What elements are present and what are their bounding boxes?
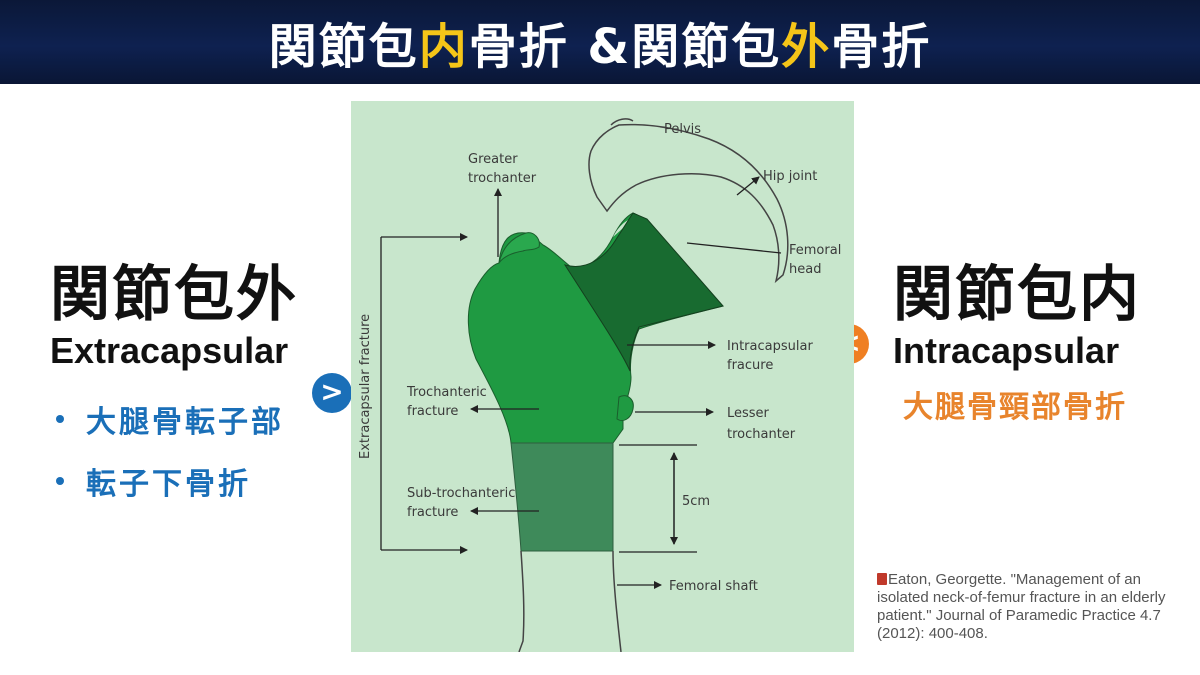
lesser-trochanter [616,395,634,422]
extracapsular-heading-en: Extracapsular [50,330,289,371]
title-bar: 関節包内骨折 &関節包外骨折 [0,0,1200,84]
list-item: 転子下骨折 [50,450,350,512]
title-highlight-outer: 外 [781,19,832,75]
femur-diagram-svg: Extracapsular fracture Pelvis Greater tr… [358,118,841,652]
subtrochanteric-label-1: Sub-trochanteric [407,486,515,501]
trochanteric-label-2: fracture [407,404,458,419]
femoral-shaft-label: Femoral shaft [669,579,758,594]
femoral-head [613,194,760,306]
bullet-text: 転子下骨折 [86,467,251,502]
title-highlight-inner: 内 [418,19,469,75]
extracapsular-heading-jp: 関節包外 [50,260,298,330]
extracapsular-bullet-list: 大腿骨転子部 転子下骨折 [50,388,350,512]
intracapsular-heading-jp: 関節包内 [893,260,1141,330]
extracapsular-vertical-label: Extracapsular fracture [358,314,373,459]
citation-text: Eaton, Georgette. "Management of an isol… [877,571,1166,642]
femoral-neck [563,212,724,372]
citation: Eaton, Georgette. "Management of an isol… [877,571,1182,643]
femur-diagram: Extracapsular fracture Pelvis Greater tr… [351,101,854,652]
femoral-shaft [518,550,622,652]
extracapsular-panel: 関節包外 Extracapsular 大腿骨転子部 転子下骨折 [50,258,350,512]
bullet-text: 大腿骨転子部 [86,405,284,440]
five-cm-label: 5cm [682,494,710,509]
page-title: 関節包内骨折 &関節包外骨折 [268,19,932,75]
hip-joint-label: Hip joint [763,169,817,184]
pelvis-tip [610,118,634,126]
pelvis-outline [588,123,789,284]
trochanteric-label-1: Trochanteric [406,385,487,400]
intracapsular-panel: 関節包内 Intracapsular 大腿骨頸部骨折 [893,258,1183,426]
intracapsular-subtitle: 大腿骨頸部骨折 [903,390,1127,425]
bullet-dot-icon [56,477,64,485]
femoral-head-arrow [686,242,782,254]
chevron-right-icon: > [312,373,352,413]
lesser-trochanter-label-2: trochanter [727,427,796,442]
subtrochanteric-label-2: fracture [407,505,458,520]
greater-trochanter-label-2: trochanter [468,171,537,186]
femoral-head-label-1: Femoral [789,243,841,258]
bullet-dot-icon [56,415,64,423]
greater-trochanter-label-1: Greater [468,152,518,167]
list-item: 大腿骨転子部 [50,388,350,450]
hip-joint-arrow [736,176,760,196]
intracapsular-heading-en: Intracapsular [893,330,1120,371]
greater-trochanter [498,232,540,264]
book-icon [877,573,887,585]
intracapsular-label-1: Intracapsular [727,339,813,354]
lesser-trochanter-label-1: Lesser [727,406,770,421]
pelvis-label: Pelvis [664,122,701,137]
intracapsular-label-2: fracure [727,358,773,373]
subtrochanteric-zone [510,442,614,552]
femoral-head-label-2: head [789,262,821,277]
